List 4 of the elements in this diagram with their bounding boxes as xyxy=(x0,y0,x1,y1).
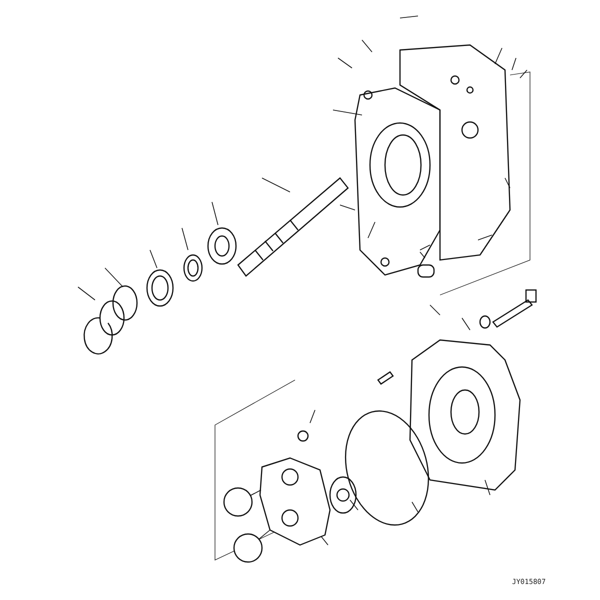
callout-circle xyxy=(233,533,263,563)
leader-line xyxy=(250,490,262,496)
callout-circle xyxy=(223,487,253,517)
leader-line xyxy=(258,530,270,540)
